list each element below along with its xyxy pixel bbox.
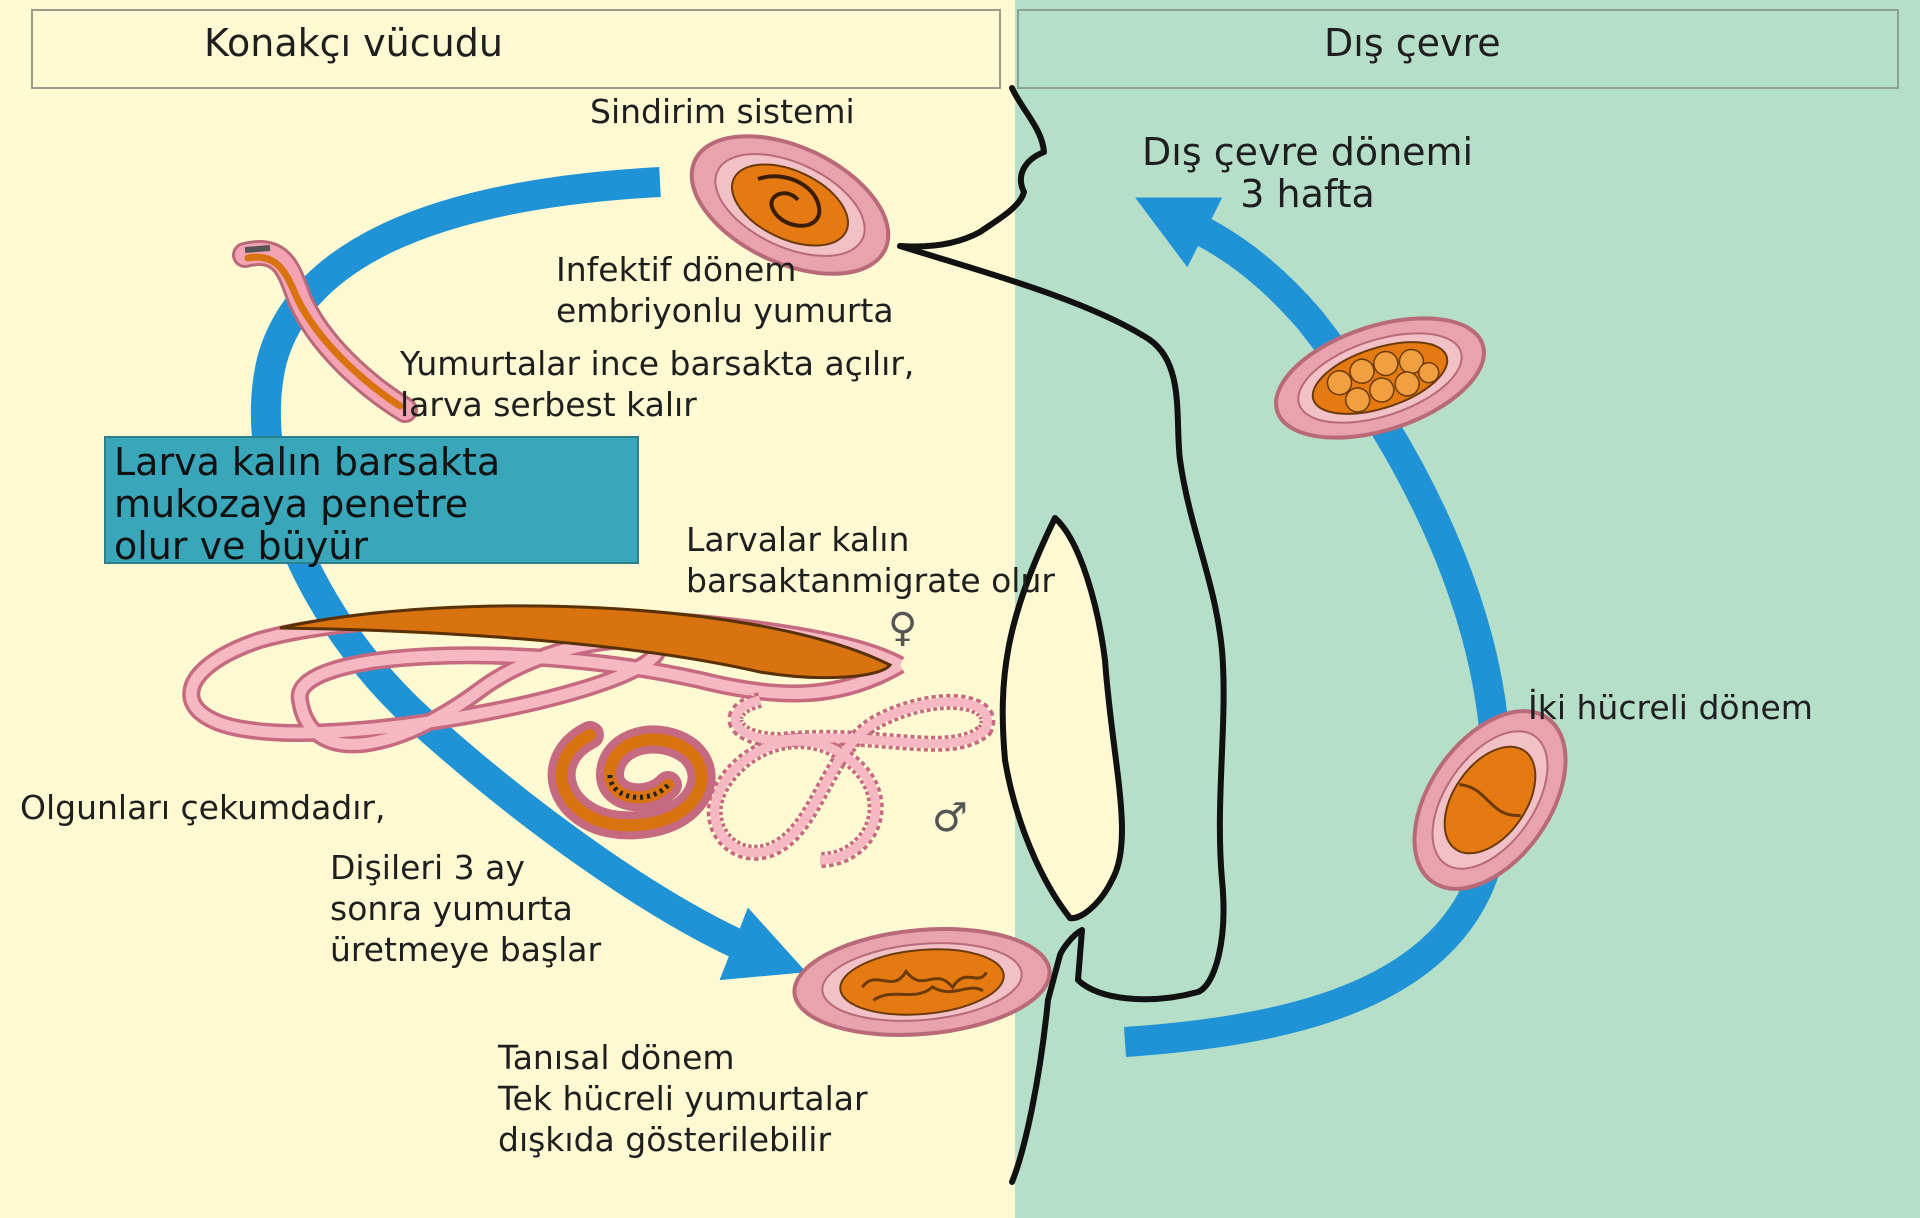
environment-stage-label: Dış çevre dönemi 3 hafta	[1142, 132, 1473, 216]
infective-stage-label: Infektif dönem embriyonlu yumurta	[556, 250, 894, 332]
female-symbol: ♀	[888, 608, 917, 648]
host-header-box	[32, 10, 1000, 88]
male-symbol: ♂	[932, 798, 968, 838]
adults-cecum-label: Olgunları çekumdadır,	[20, 788, 385, 829]
diagnostic-stage-label: Tanısal dönem Tek hücreli yumurtalar dış…	[498, 1038, 868, 1161]
larva-penetrate-label: Larva kalın barsakta mukozaya penetre ol…	[114, 442, 500, 567]
digestive-system-label: Sindirim sistemi	[590, 92, 855, 133]
females-produce-label: Dişileri 3 ay sonra yumurta üretmeye baş…	[330, 848, 601, 971]
eggs-hatch-label: Yumurtalar ince barsakta açılır, larva s…	[400, 344, 914, 426]
two-cell-stage-label: İki hücreli dönem	[1528, 688, 1813, 729]
larva-penetrate-box: Larva kalın barsakta mukozaya penetre ol…	[104, 436, 639, 564]
host-body-header: Konakçı vücudu	[204, 20, 503, 67]
environment-header: Dış çevre	[1324, 20, 1501, 67]
larvae-migrate-label: Larvalar kalın barsaktanmigrate olur	[686, 520, 1055, 602]
